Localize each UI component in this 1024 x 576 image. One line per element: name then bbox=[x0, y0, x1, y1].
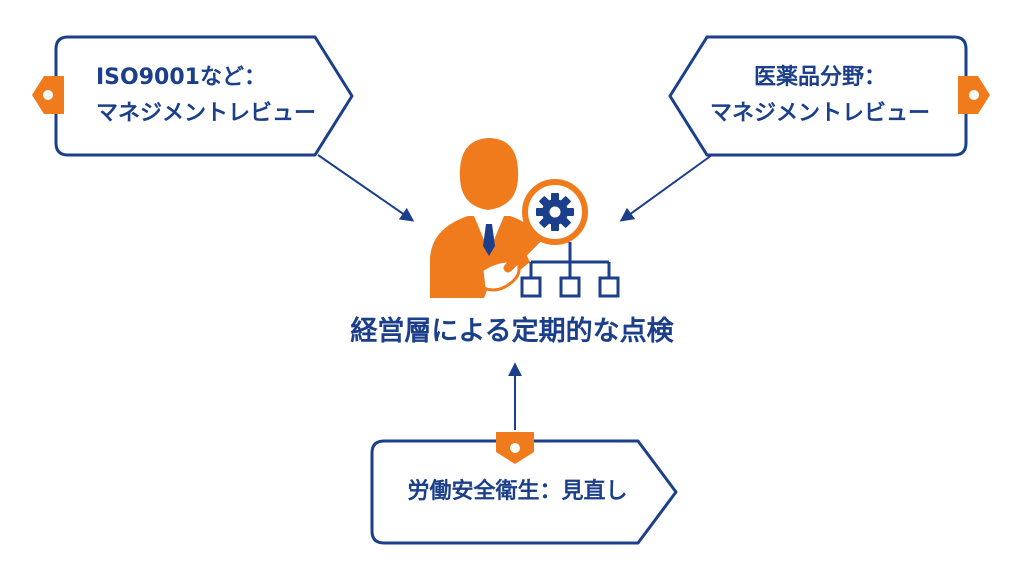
iso-tag-shape bbox=[54, 35, 354, 157]
gear-icon bbox=[536, 193, 574, 231]
iso-tag-line1: ISO9001など： bbox=[96, 65, 266, 90]
tie-icon bbox=[483, 224, 495, 256]
iso-tag-text: ISO9001など： マネジメントレビュー bbox=[90, 60, 330, 132]
arrow-from-iso bbox=[317, 154, 415, 222]
manager-head-icon bbox=[459, 138, 519, 210]
arrow-from-pharma bbox=[619, 154, 713, 222]
pharma-tag-text: 医薬品分野： マネジメントレビュー bbox=[700, 60, 940, 132]
safety-tag-line1: 労働安全衛生：見直し bbox=[407, 479, 628, 504]
iso-tag bbox=[32, 35, 354, 157]
manager-inspecting-gear-hierarchy-icon bbox=[430, 138, 620, 298]
pharma-tag-line2: マネジメントレビュー bbox=[709, 101, 930, 126]
safety-tag-text: 労働安全衛生：見直し bbox=[380, 474, 655, 510]
hierarchy-icon bbox=[520, 242, 620, 298]
pharma-tag-shape bbox=[668, 35, 968, 157]
magnifier-handle-icon bbox=[503, 233, 543, 273]
pharma-tag-line1: 医薬品分野： bbox=[753, 65, 886, 90]
safety-tag bbox=[370, 432, 678, 545]
iso-tag-line2: マネジメントレビュー bbox=[96, 101, 317, 126]
pharma-tag bbox=[668, 35, 990, 157]
safety-tag-shape bbox=[370, 439, 678, 545]
center-caption: 経営層による定期的な点検 bbox=[350, 316, 674, 347]
